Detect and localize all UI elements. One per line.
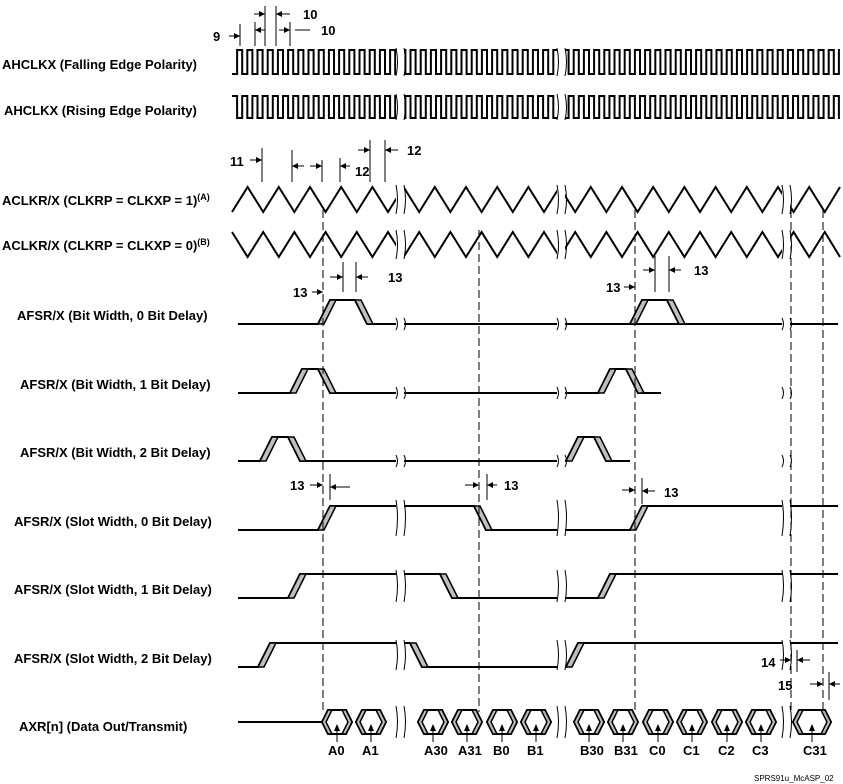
label-ahclkx-falling: AHCLKX (Falling Edge Polarity) <box>2 57 197 72</box>
data-bit-label: A30 <box>424 743 448 758</box>
afsr-bit1-waveform <box>238 368 661 394</box>
svg-text:13: 13 <box>664 485 678 500</box>
data-bit-label: C2 <box>718 743 735 758</box>
timing-parameter-12a <box>291 150 323 182</box>
data-bit-label: B30 <box>580 743 604 758</box>
data-bit-label: B0 <box>493 743 510 758</box>
data-bit-label: A1 <box>362 743 379 758</box>
afsr-bit2-waveform <box>238 436 630 462</box>
label-afsr-bit2: AFSR/X (Bit Width, 2 Bit Delay) <box>20 445 211 460</box>
svg-text:15: 15 <box>778 678 792 693</box>
label-axr: AXR[n] (Data Out/Transmit) <box>19 719 187 734</box>
svg-text:13: 13 <box>388 270 402 285</box>
svg-text:12: 12 <box>355 164 369 179</box>
data-bit-label: C3 <box>752 743 769 758</box>
figure-id: SPRS91u_McASP_02 <box>754 774 834 783</box>
afsr-slot2-waveform <box>238 642 838 668</box>
timing-parameter-13-slot: 13 13 13 <box>290 474 678 504</box>
aclkr-a-waveform <box>231 185 841 214</box>
label-aclkr-b: ACLKR/X (CLKRP = CLKXP = 0)(B) <box>2 237 210 253</box>
label-afsr-slot1: AFSR/X (Slot Width, 1 Bit Delay) <box>14 582 212 597</box>
time-break-marks <box>395 47 792 739</box>
svg-text:14: 14 <box>761 655 776 670</box>
timing-parameter-9: 9 <box>213 24 241 46</box>
label-afsr-bit1: AFSR/X (Bit Width, 1 Bit Delay) <box>20 377 211 392</box>
svg-text:13: 13 <box>606 280 620 295</box>
label-aclkr-a: ACLKR/X (CLKRP = CLKXP = 1)(A) <box>2 192 210 208</box>
label-afsr-bit0: AFSR/X (Bit Width, 0 Bit Delay) <box>17 308 208 323</box>
afsr-bit0-waveform <box>238 299 838 325</box>
timing-parameter-12b: 12 12 <box>339 140 421 182</box>
data-bit-label: C31 <box>803 743 827 758</box>
svg-text:11: 11 <box>230 154 244 169</box>
timing-parameter-13-bit-right: 13 13 <box>606 256 708 295</box>
svg-text:13: 13 <box>290 478 304 493</box>
data-bit-label: A0 <box>328 743 345 758</box>
label-afsr-slot2: AFSR/X (Slot Width, 2 Bit Delay) <box>14 651 212 666</box>
timing-parameter-13-bit-left: 13 13 <box>293 262 402 300</box>
axr-data-bus: A0 A1 A30 A31 B0 B1 B30 B31 C0 C1 C2 C3 C31 <box>238 709 833 758</box>
svg-text:13: 13 <box>694 263 708 278</box>
afsr-slot1-waveform <box>238 573 838 599</box>
timing-parameter-10b: 10 <box>254 22 335 46</box>
data-bit-label: C1 <box>683 743 700 758</box>
svg-text:10: 10 <box>321 23 335 38</box>
data-bit-label: B1 <box>527 743 544 758</box>
data-bit-label: C0 <box>649 743 666 758</box>
svg-text:12: 12 <box>407 143 421 158</box>
label-afsr-slot0: AFSR/X (Slot Width, 0 Bit Delay) <box>14 514 212 529</box>
data-bit-label: B31 <box>614 743 638 758</box>
ahclkx-rising-waveform <box>232 95 840 119</box>
timing-parameter-10a: 10 <box>254 6 317 46</box>
svg-text:13: 13 <box>504 478 518 493</box>
timing-parameter-14: 14 <box>761 650 810 672</box>
data-bit-label: A31 <box>458 743 482 758</box>
timing-parameter-15: 15 <box>778 672 840 700</box>
svg-text:10: 10 <box>303 7 317 22</box>
svg-text:13: 13 <box>293 285 307 300</box>
svg-text:9: 9 <box>213 29 220 44</box>
ahclkx-falling-waveform <box>232 49 840 75</box>
timing-parameter-11: 11 <box>230 148 263 182</box>
afsr-slot0-waveform <box>238 505 838 531</box>
aclkr-b-waveform <box>231 230 841 259</box>
label-ahclkx-rising: AHCLKX (Rising Edge Polarity) <box>4 103 197 118</box>
reference-lines <box>322 210 824 712</box>
